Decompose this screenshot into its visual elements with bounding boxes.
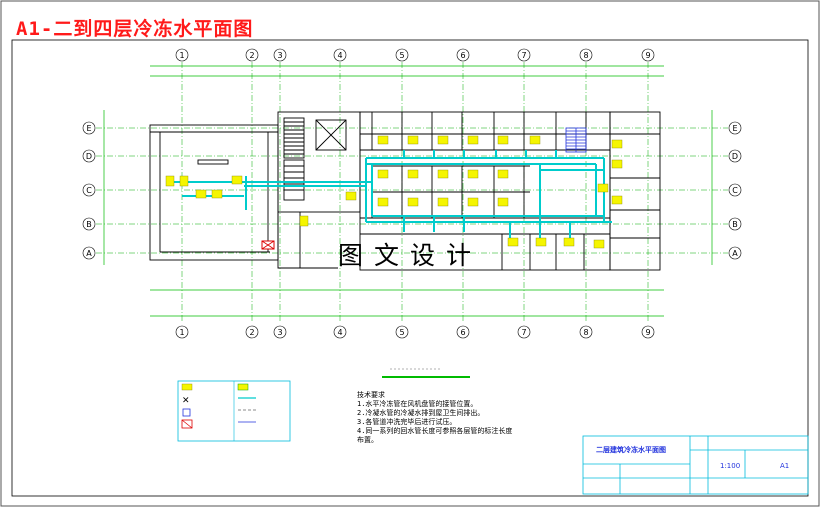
grid-bubble-row	[728, 217, 742, 231]
grid-label-col: 8	[583, 328, 588, 337]
grid-bubble-col	[395, 48, 409, 62]
grid-bubble-col	[456, 48, 470, 62]
grid-label-col: 2	[249, 328, 254, 337]
grid-bubble-row	[82, 246, 96, 260]
notes-line: 3.各管道冲洗完毕后进行试压。	[357, 418, 457, 426]
east-stair	[565, 127, 587, 153]
grid-bubble-row	[82, 183, 96, 197]
fan-coil-units	[165, 135, 623, 249]
notes-line: 4.同一系列的回水管长度可参照各层管的标注长度	[357, 427, 513, 435]
grid-label-col: 9	[645, 51, 650, 60]
grid-bubble-col	[273, 325, 287, 339]
scale-bar	[382, 368, 470, 378]
grid-bubble-col	[456, 325, 470, 339]
grid-bubble-col	[245, 325, 259, 339]
grid-label-col: 8	[583, 51, 588, 60]
grid-bubble-row	[728, 183, 742, 197]
legend-table: ✕	[177, 380, 291, 442]
grid-label-col: 9	[645, 328, 650, 337]
grid-label-row: D	[732, 152, 738, 161]
technical-notes: 技术要求 1.水平冷冻管在风机盘管的接管位置。 2.冷凝水管的冷凝水排到屋卫生间…	[357, 391, 577, 445]
grid-bubble-col	[175, 325, 189, 339]
grid-label-col: 7	[521, 51, 526, 60]
valve-icon: ✕	[182, 396, 190, 406]
watermark-overlay: 图文设计	[338, 241, 483, 270]
equipment-marker	[261, 240, 275, 250]
grid-label-row: A	[732, 249, 738, 258]
grid-label-row: E	[86, 124, 91, 133]
grid-label-row: A	[86, 249, 92, 258]
title-block-sheet: A1	[780, 462, 789, 470]
grid-bubble-col	[175, 48, 189, 62]
grid-bubble-col	[517, 48, 531, 62]
grid-bubble-row	[82, 217, 96, 231]
notes-line: 2.冷凝水管的冷凝水排到屋卫生间排出。	[357, 409, 485, 417]
grid-bubble-col	[395, 325, 409, 339]
grid-bubble-row	[728, 246, 742, 260]
notes-header: 技术要求	[357, 391, 385, 399]
grid-bubble-col	[273, 48, 287, 62]
grid-bubble-col	[517, 325, 531, 339]
grid-bubble-row	[728, 121, 742, 135]
grid-label-col: 4	[337, 328, 342, 337]
grid-label-col: 5	[399, 51, 404, 60]
grid-bubble-col	[641, 48, 655, 62]
grid-label-row: E	[732, 124, 737, 133]
grid-label-col: 5	[399, 328, 404, 337]
dimension-lines	[103, 65, 713, 317]
grid-bubble-col	[333, 325, 347, 339]
grid-label-col: 4	[337, 51, 342, 60]
grid-label-col: 7	[521, 328, 526, 337]
grid-label-col: 3	[277, 51, 282, 60]
notes-line: 布置。	[357, 436, 378, 444]
fan-coil-icon	[181, 383, 193, 391]
grid-label-col: 6	[460, 328, 465, 337]
grid-bubble-row	[82, 149, 96, 163]
grid-label-col: 6	[460, 51, 465, 60]
grid-bubble-col	[641, 325, 655, 339]
grid-label-row: C	[86, 186, 92, 195]
grid-label-col: 1	[179, 328, 184, 337]
grid-bubble-col	[579, 48, 593, 62]
inner-frame	[11, 39, 809, 497]
notes-line: 1.水平冷冻管在风机盘管的接管位置。	[357, 400, 478, 408]
title-block-scale: 1:100	[720, 462, 740, 470]
grid-bubble-col	[333, 48, 347, 62]
title-block	[582, 435, 809, 495]
grid-label-col: 1	[179, 51, 184, 60]
grid-bubble-row	[728, 149, 742, 163]
grid-label-row: C	[732, 186, 738, 195]
unit-icon	[237, 383, 249, 391]
grid-label-col: 2	[249, 51, 254, 60]
grid-label-col: 3	[277, 328, 282, 337]
building-walls	[149, 111, 661, 271]
grid-bubble-row	[82, 121, 96, 135]
drawing-title: A1-二到四层冷冻水平面图	[16, 18, 254, 40]
grid-label-row: B	[732, 220, 738, 229]
grid-bubble-col	[579, 325, 593, 339]
grid-label-row: D	[86, 152, 92, 161]
grid-label-row: B	[86, 220, 92, 229]
title-block-name: 二层建筑冷冻水平面图	[596, 445, 666, 454]
filter-icon	[182, 408, 191, 417]
grid-bubble-col	[245, 48, 259, 62]
